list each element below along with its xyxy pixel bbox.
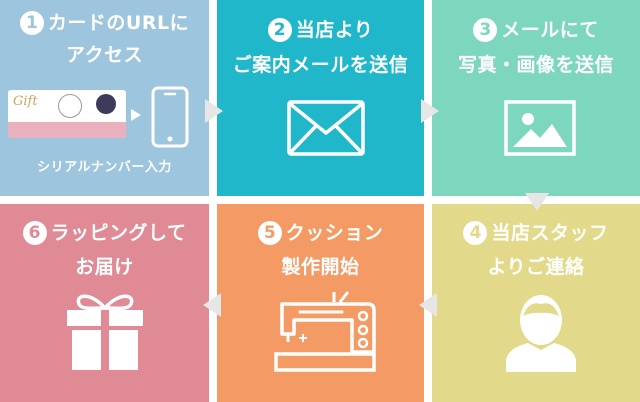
white-triangle-icon: [131, 109, 141, 121]
step-5-title-line2: 製作開始: [281, 256, 360, 278]
image-icon: [504, 100, 576, 156]
step-3-number: 3: [473, 18, 498, 42]
gift-card-logo-text: Gift: [13, 94, 38, 109]
gift-card-badge: [96, 94, 116, 114]
gift-card-stripe: [8, 122, 126, 138]
gift-box-icon: [67, 294, 143, 370]
step-3-title-line2: 写真・画像を送信: [457, 54, 614, 76]
step-1-number: 1: [19, 11, 44, 35]
step-1-title-text: カードのURLに: [47, 12, 190, 34]
step-4-number: 4: [463, 221, 488, 245]
step-5-number: 5: [257, 221, 282, 245]
flow-arrow-left-1: [419, 293, 437, 317]
step-4-title-text: 当店スタッフ: [491, 222, 609, 244]
envelope-icon: [287, 100, 365, 156]
person-icon: [506, 295, 576, 372]
step-1-caption: シリアルナンバー入力: [37, 160, 172, 175]
smartphone-icon: [151, 86, 189, 148]
gift-card-emblem: [58, 94, 82, 118]
step-2-title-line2: ご案内メールを送信: [232, 54, 409, 76]
step-2-number: 2: [267, 18, 292, 42]
step-3-title-text: メールにて: [501, 19, 599, 41]
step-1-title-line2: アクセス: [65, 44, 144, 66]
step-6-title-text: ラッピングして: [50, 222, 187, 244]
gift-card-image: Gift: [8, 90, 126, 138]
step-4-title-line2: よりご連絡: [487, 256, 585, 278]
step-5-title-text: クッション: [285, 222, 384, 244]
flow-arrow-down: [525, 193, 549, 211]
sewing-machine-icon: [274, 291, 376, 372]
step-2-title-text: 当店より: [295, 19, 374, 41]
flow-arrow-right-1: [205, 99, 223, 123]
flow-arrow-right-2: [421, 99, 439, 123]
flow-arrow-left-2: [203, 293, 221, 317]
step-6-number: 6: [22, 221, 47, 245]
step-6-title-line2: お届け: [75, 256, 134, 278]
